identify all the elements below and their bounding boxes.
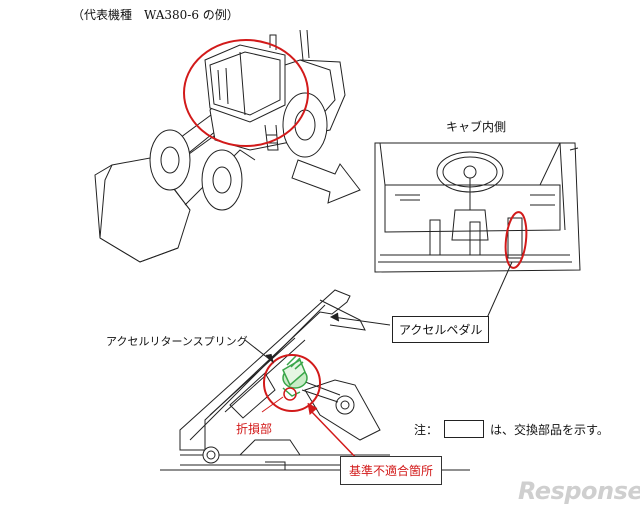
direction-arrow [291,159,361,204]
watermark-logo: Response. [518,477,640,505]
pedal-mechanism-illustration [160,289,470,471]
cab-highlight-circle [183,39,309,147]
legend-swatch [444,420,485,438]
return-spring-label: アクセルリターンスプリング [106,335,248,348]
wheel-loader-illustration [94,29,346,263]
legend-note: 注： は、交換部品を示す。 [414,420,609,438]
nonconforming-label: 基準不適合箇所 [340,456,443,485]
breakage-highlight-circle [283,387,297,401]
cab-interior-illustration [374,142,581,273]
cab-view-label: キャブ内側 [446,120,507,134]
spring-highlight-circle [263,354,321,412]
accel-pedal-label: アクセルペダル [392,316,490,343]
header-title: （代表機種 WA380-6 の例） [72,8,239,22]
return-spring-illustration [282,355,308,397]
note-suffix: は、交換部品を示す。 [490,422,609,437]
broken-part-label: 折損部 [236,422,273,436]
pedal-highlight-ellipse [504,211,528,269]
note-prefix: 注： [414,422,439,437]
